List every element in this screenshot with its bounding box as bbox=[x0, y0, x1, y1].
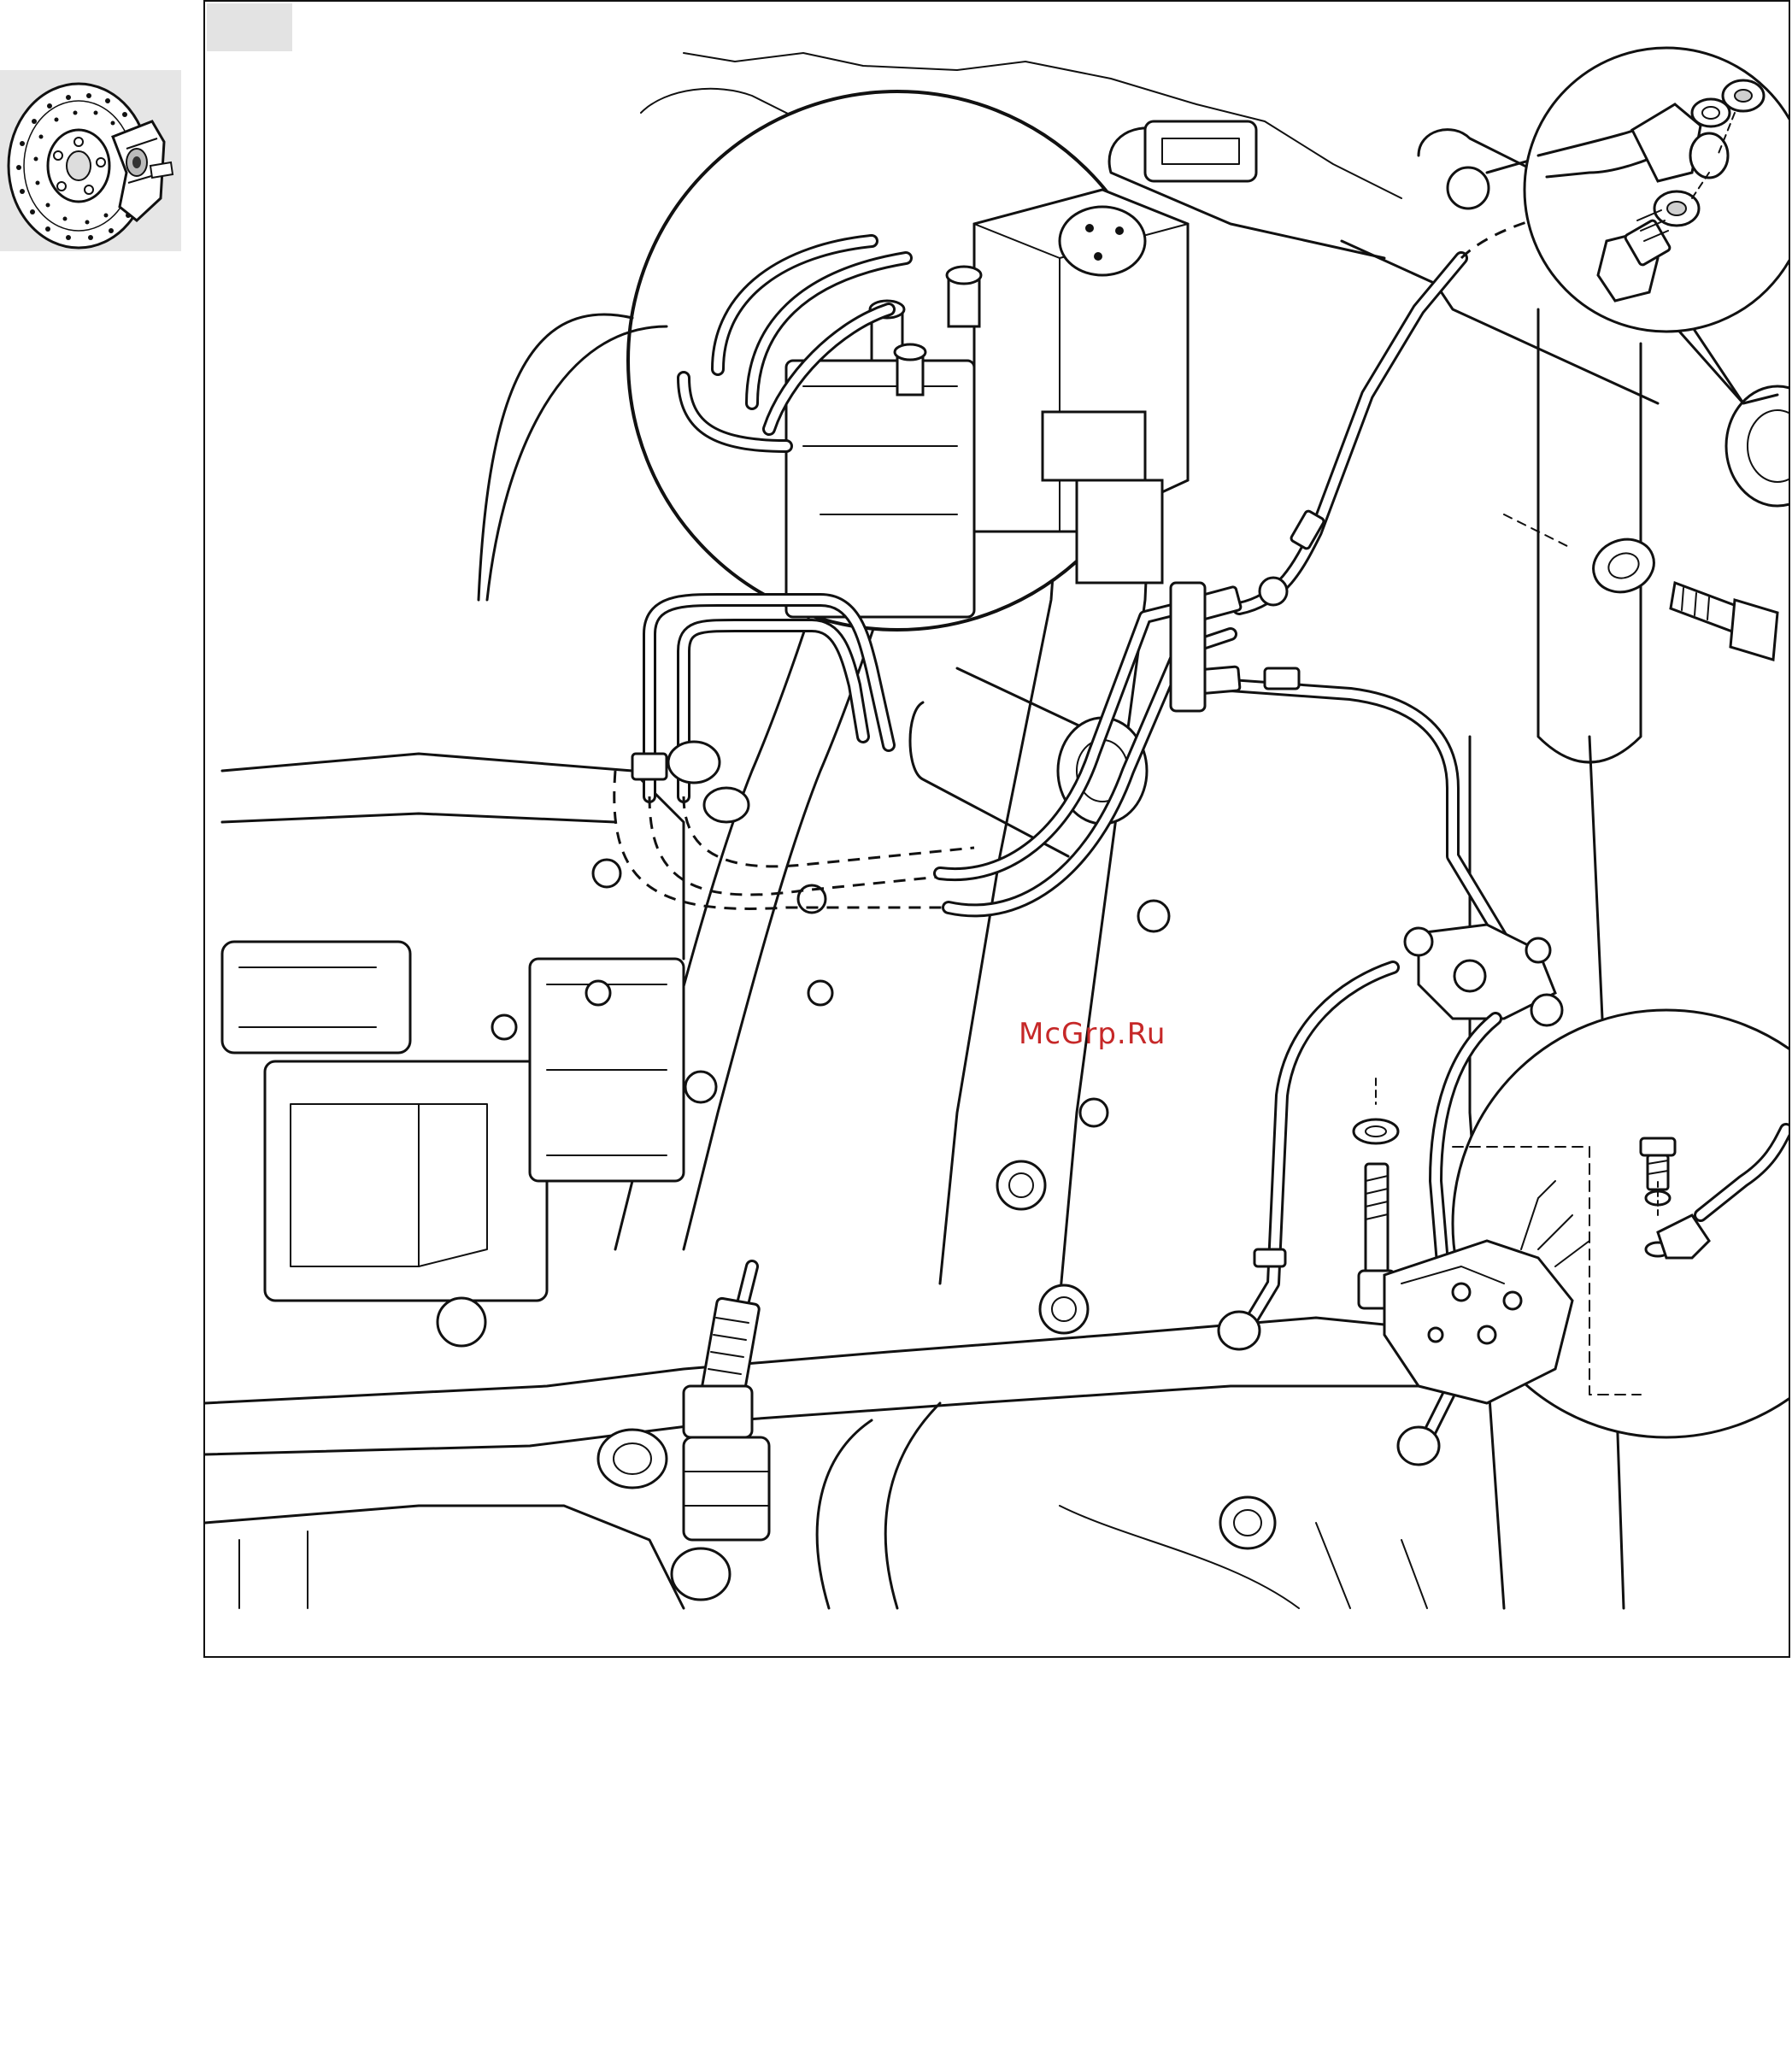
brake-section-thumbnail bbox=[0, 70, 181, 251]
brake-disc-caliper-icon bbox=[0, 70, 181, 251]
watermark: McGrp.Ru bbox=[1019, 1017, 1166, 1051]
abs-unit-detail-circle bbox=[479, 91, 1188, 630]
brake-system-diagram bbox=[205, 2, 1789, 1656]
caliper-connection bbox=[672, 1266, 769, 1600]
diagram-frame: McGrp.Ru bbox=[203, 0, 1790, 1658]
banjo-bolt-detail-circle bbox=[1525, 48, 1789, 332]
